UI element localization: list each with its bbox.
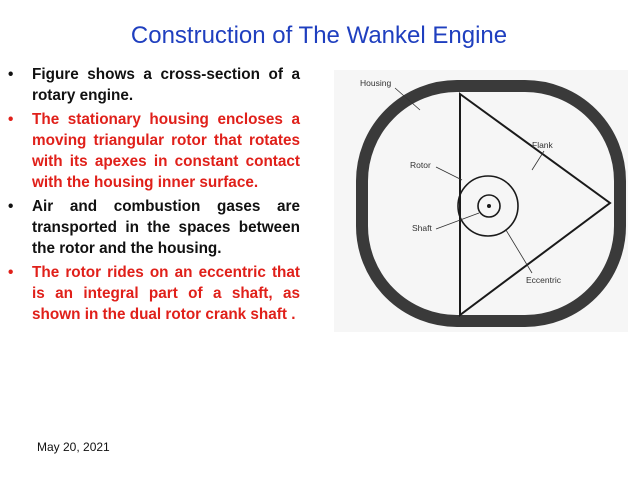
flank-leader — [531, 150, 545, 171]
eccentric-leader — [505, 229, 533, 274]
eccentric-circle — [457, 175, 519, 237]
bullet-marker: • — [8, 111, 14, 128]
bullet-marker: • — [8, 66, 14, 83]
bullet-item: • Figure shows a cross-section of a rota… — [4, 64, 300, 106]
slide-date: May 20, 2021 — [37, 440, 110, 454]
label-flank: Flank — [532, 140, 554, 150]
bullet-marker: • — [8, 264, 14, 281]
shaft-center — [487, 204, 491, 208]
bullet-item: • The rotor rides on an eccentric that i… — [4, 262, 300, 325]
rotor-shape — [459, 92, 612, 317]
slide-title: Construction of The Wankel Engine — [130, 22, 508, 49]
label-eccentric: Eccentric — [526, 275, 562, 285]
bullet-item: • Air and combustion gases are transport… — [4, 196, 300, 259]
housing-shape — [356, 80, 626, 327]
bullet-text: Air and combustion gases are transported… — [32, 198, 300, 257]
bullet-text: Figure shows a cross-section of a rotary… — [32, 66, 300, 104]
rotor-leader — [435, 166, 463, 181]
bullet-text: The rotor rides on an eccentric that is … — [32, 264, 300, 323]
wankel-diagram-svg: Housing Flank Rotor Shaft Eccentric — [334, 70, 628, 332]
bullet-marker: • — [8, 198, 14, 215]
bullet-item: • The stationary housing encloses a movi… — [4, 109, 300, 193]
label-shaft: Shaft — [412, 223, 432, 233]
housing-leader — [394, 87, 421, 111]
bullet-text: The stationary housing encloses a moving… — [32, 111, 300, 191]
label-housing: Housing — [360, 78, 391, 88]
shaft-leader — [435, 212, 480, 230]
wankel-engine-diagram: Housing Flank Rotor Shaft Eccentric — [334, 70, 628, 332]
bullet-list: • Figure shows a cross-section of a rota… — [4, 64, 300, 328]
label-rotor: Rotor — [410, 160, 431, 170]
shaft-circle — [477, 194, 501, 218]
